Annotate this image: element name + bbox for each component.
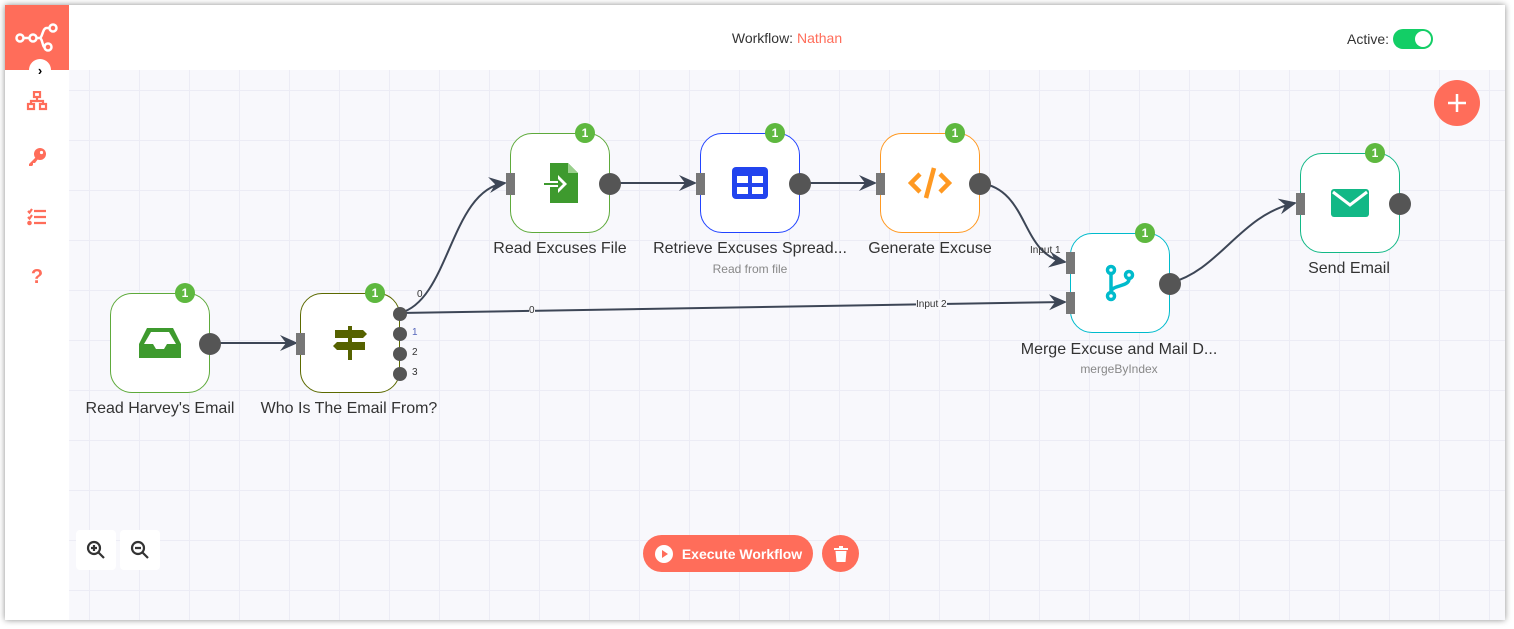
output-handle[interactable] <box>1389 193 1411 215</box>
input-handle-1[interactable] <box>1066 252 1075 274</box>
output-handle[interactable] <box>789 173 811 195</box>
execute-workflow-button[interactable]: Execute Workflow <box>643 535 813 572</box>
output-handle-1[interactable] <box>393 327 407 341</box>
connection <box>979 182 1067 268</box>
output-label: 3 <box>412 367 418 378</box>
active-toggle[interactable] <box>1393 29 1433 49</box>
executions-list-icon[interactable] <box>25 205 49 229</box>
merge-icon <box>1105 264 1135 302</box>
zoom-in-button[interactable] <box>76 530 116 570</box>
node-subtitle: mergeByIndex <box>1080 362 1158 376</box>
node-retrieve-excuses-spreadsheet[interactable]: 1 <box>696 123 811 233</box>
output-label: 2 <box>412 347 418 358</box>
signpost-icon <box>333 326 367 360</box>
connection-label: 0 <box>529 305 535 316</box>
run-count-badge: 1 <box>765 123 785 143</box>
table-icon <box>732 167 768 199</box>
run-count-badge: 1 <box>575 123 595 143</box>
envelope-icon <box>1331 189 1369 217</box>
output-handle-0[interactable] <box>393 307 407 321</box>
output-handle[interactable] <box>199 333 221 355</box>
node-read-excuses-file[interactable]: 1 <box>506 123 621 233</box>
node-send-email[interactable]: 1 <box>1296 143 1411 253</box>
workflow-name[interactable]: Nathan <box>796 30 843 46</box>
play-icon <box>654 544 673 563</box>
node-generate-excuse[interactable]: 1 <box>876 123 991 233</box>
node-label: Read Excuses File <box>493 240 627 257</box>
node-subtitle: Read from file <box>712 262 788 276</box>
node-who-is-the-email-from[interactable]: 1 <box>296 283 407 393</box>
run-count-badge: 1 <box>365 283 385 303</box>
run-count-badge: 1 <box>1135 223 1155 243</box>
credentials-key-icon[interactable] <box>25 145 49 169</box>
workflow-title: Workflow: Nathan <box>69 30 1505 46</box>
delete-execution-button[interactable] <box>822 535 859 572</box>
execute-label: Execute Workflow <box>681 545 803 562</box>
expand-sidebar-button[interactable]: › <box>29 59 51 81</box>
input-label: Input 2 <box>916 299 947 310</box>
node-label: Who Is The Email From? <box>260 400 438 417</box>
zoom-out-icon <box>130 540 149 559</box>
input-handle[interactable] <box>1296 193 1305 215</box>
input-handle[interactable] <box>876 173 885 195</box>
node-read-harveys-email[interactable]: 1 <box>110 283 221 393</box>
inbox-icon <box>139 328 181 358</box>
input-handle[interactable] <box>296 333 305 355</box>
input-handle[interactable] <box>506 173 515 195</box>
node-label: Read Harvey's Email <box>85 400 235 417</box>
output-label: 1 <box>412 327 418 338</box>
input-label: Input 1 <box>1030 245 1061 256</box>
output-label: 0 <box>417 289 423 300</box>
header: Workflow: Nathan Active: <box>69 5 1505 70</box>
workflow-label: Workflow: <box>731 30 794 46</box>
run-count-badge: 1 <box>175 283 195 303</box>
sidebar: › ? <box>5 5 69 620</box>
zoom-in-icon <box>86 540 105 559</box>
file-import-icon <box>542 163 578 203</box>
output-handle[interactable] <box>969 173 991 195</box>
connection <box>399 177 507 314</box>
add-node-button[interactable] <box>1434 80 1480 126</box>
help-icon[interactable]: ? <box>30 265 44 288</box>
run-count-badge: 1 <box>945 123 965 143</box>
output-handle[interactable] <box>599 173 621 195</box>
node-label: Merge Excuse and Mail D... <box>1020 341 1218 358</box>
input-handle-2[interactable] <box>1066 292 1075 314</box>
node-merge-excuse-and-mail[interactable]: 1 <box>1066 223 1181 333</box>
node-label: Send Email <box>1308 260 1390 277</box>
active-control: Active: <box>1347 29 1433 49</box>
connection <box>1169 198 1297 284</box>
workflows-icon[interactable] <box>25 89 49 113</box>
connection <box>399 294 1067 314</box>
run-count-badge: 1 <box>1365 143 1385 163</box>
node-label: Retrieve Excuses Spread... <box>653 240 847 257</box>
input-handle[interactable] <box>696 173 705 195</box>
n8n-window: › ? Workflow: Nathan Active: <box>5 5 1505 620</box>
zoom-out-button[interactable] <box>120 530 160 570</box>
output-handle-3[interactable] <box>393 367 407 381</box>
code-icon <box>908 167 952 199</box>
trash-icon <box>833 545 848 562</box>
node-label: Generate Excuse <box>868 240 992 257</box>
output-handle-2[interactable] <box>393 347 407 361</box>
active-label: Active: <box>1346 31 1389 47</box>
output-handle[interactable] <box>1159 273 1181 295</box>
plus-icon <box>1448 94 1466 112</box>
